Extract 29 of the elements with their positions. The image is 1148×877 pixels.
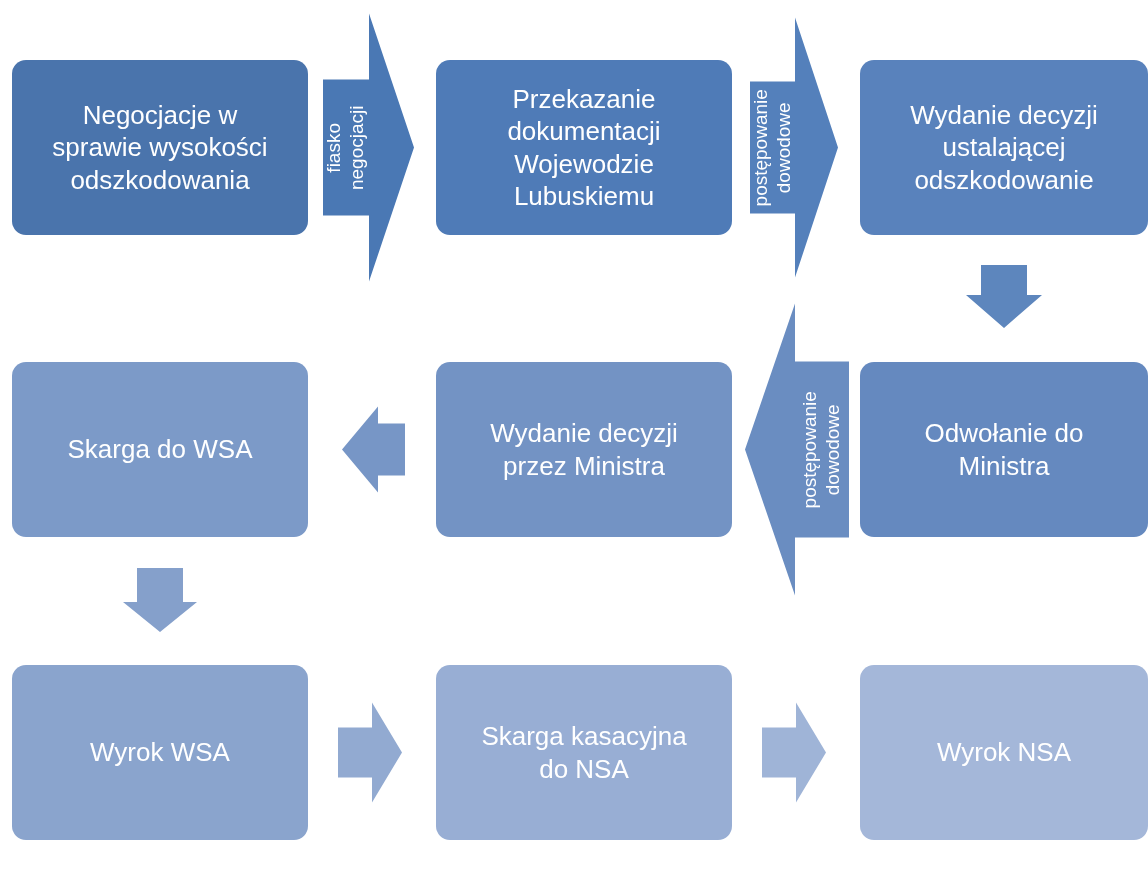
box-text: Wyrok NSA xyxy=(936,736,1072,769)
box-text: Wyrok WSA xyxy=(90,736,230,769)
process-box xyxy=(436,665,732,840)
block-arrow xyxy=(323,13,414,282)
block-arrow xyxy=(342,406,405,493)
box-text: Odwołanie do Ministra xyxy=(923,417,1085,482)
block-arrow xyxy=(338,702,402,803)
box-text: Negocjacje w sprawie wysokości odszkodowania xyxy=(51,98,269,197)
process-box xyxy=(436,60,732,235)
block-arrow xyxy=(750,17,838,278)
block-arrow xyxy=(762,702,826,803)
process-box xyxy=(12,665,308,840)
box-text: Wydanie decyzji przez Ministra xyxy=(489,417,679,482)
block-arrow xyxy=(123,568,197,632)
process-box xyxy=(12,362,308,537)
process-box xyxy=(860,665,1148,840)
process-box xyxy=(12,60,308,235)
edge-label: fiasko negocjacji xyxy=(323,105,367,190)
box-text: Skarga do WSA xyxy=(67,433,253,466)
process-box xyxy=(860,362,1148,537)
box-text: Skarga kasacyjna do NSA xyxy=(480,720,688,785)
process-box xyxy=(436,362,732,537)
process-box xyxy=(860,60,1148,235)
edge-label: postępowanie dowodowe xyxy=(799,390,843,509)
block-arrow xyxy=(745,303,849,596)
box-text: Wydanie decyzji ustalającej odszkodowanie xyxy=(909,98,1099,197)
edge-label: postępowanie dowodowe xyxy=(749,88,794,207)
block-arrow xyxy=(966,265,1042,328)
box-text: Przekazanie dokumentacji Wojewodzie Lubuskiemu xyxy=(506,82,662,213)
